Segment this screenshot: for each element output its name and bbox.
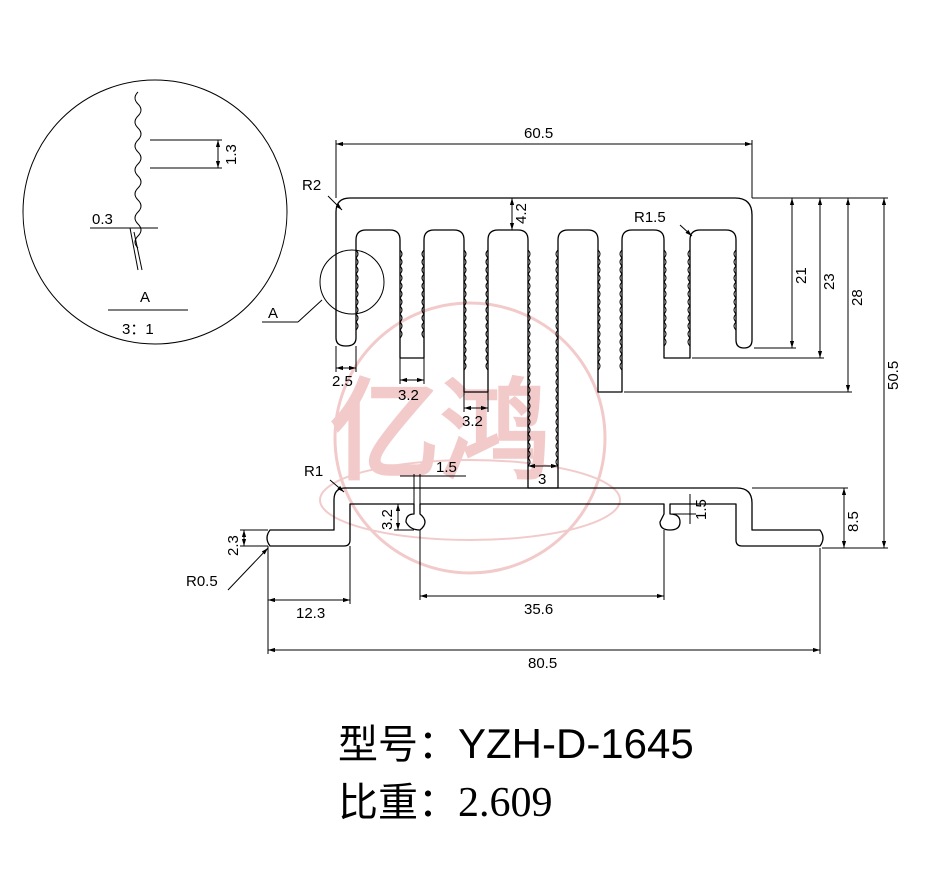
weight-value: 2.609: [458, 780, 553, 826]
dim-radius-r1-5: R1.5: [634, 209, 693, 237]
dim-foot-height-label: 2.3: [225, 535, 242, 556]
dim-21-label: 21: [793, 267, 810, 284]
weight-label: 比重：: [338, 780, 458, 826]
dim-radius-r0-5-label: R0.5: [186, 573, 218, 590]
model-caption: 型号：YZH-D-1645: [338, 712, 694, 770]
dim-base-height-label: 8.5: [845, 511, 862, 532]
detail-scale: 3：1: [122, 321, 154, 338]
dim-80-5-label: 80.5: [528, 655, 557, 672]
model-value: YZH-D-1645: [458, 720, 694, 767]
callout-a-label: A: [268, 305, 278, 322]
detail-view-a: 1.3 0.3 A 3：1: [22, 79, 288, 345]
dim-base-details: R1 1.5 3.2 1.5: [304, 459, 710, 531]
dim-12-3-label: 12.3: [296, 605, 325, 622]
dim-radius-r2-label: R2: [302, 177, 321, 194]
model-label: 型号：: [338, 722, 458, 768]
dim-widths-bottom: 12.3 35.6 80.5: [267, 530, 821, 672]
detail-title: A: [140, 289, 150, 306]
dim-vertical-stack: 21 23 28 50.5: [624, 197, 902, 549]
dim-base-height: 8.5: [752, 487, 862, 548]
dim-23-label: 23: [821, 273, 838, 290]
dim-fin-gap-label: 4.2: [513, 203, 530, 224]
dim-slot-depth-right-label: 1.5: [693, 499, 710, 520]
callout-a: A: [262, 249, 385, 323]
dim-foot: 2.3 R0.5: [186, 529, 269, 591]
dim-top-width: 60.5: [335, 125, 753, 198]
dim-radius-r1-5-label: R1.5: [634, 209, 666, 226]
dim-35-6-label: 35.6: [524, 601, 553, 618]
dim-3-2b-label: 3.2: [462, 413, 483, 430]
dim-3-2a-label: 3.2: [398, 387, 419, 404]
dim-50-5-label: 50.5: [885, 361, 902, 390]
detail-pitch-label: 1.3: [223, 144, 240, 165]
dim-radius-r1-label: R1: [304, 463, 323, 480]
dim-fin-gap: 4.2: [509, 198, 530, 230]
watermark-text: 亿鸿: [330, 368, 550, 496]
dim-28-label: 28: [849, 289, 866, 306]
dim-slot-depth-label: 3.2: [379, 509, 396, 530]
dim-slot-opening-label: 1.5: [436, 459, 457, 476]
dim-fin-widths: 2.5 3.2 3.2 3: [332, 346, 558, 488]
dim-top-width-label: 60.5: [524, 125, 553, 142]
base-profile: [266, 487, 824, 547]
dim-radius-r2: R2: [302, 177, 343, 211]
weight-caption: 比重：2.609: [338, 770, 553, 828]
dim-3-label: 3: [538, 471, 546, 488]
detail-depth-label: 0.3: [92, 211, 113, 228]
watermark-logo: 亿鸿: [319, 301, 621, 575]
dim-2-5-label: 2.5: [332, 373, 353, 390]
